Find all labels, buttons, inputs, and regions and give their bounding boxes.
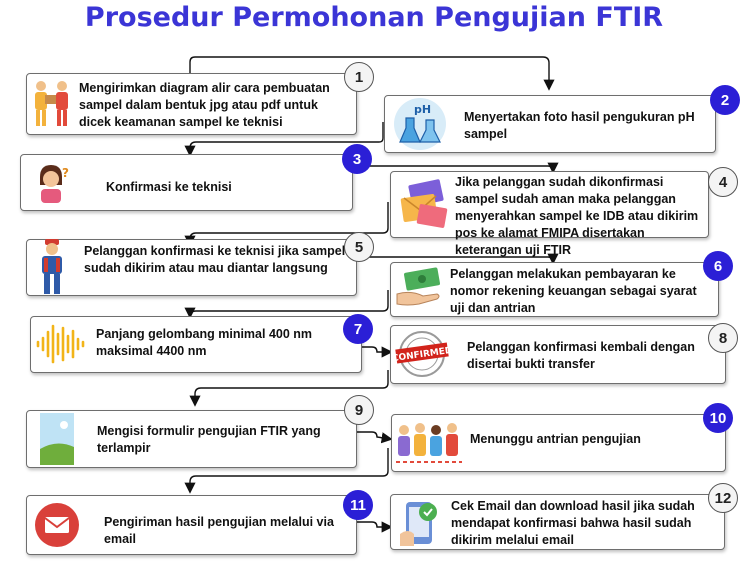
- step-8-text: Pelanggan konfirmasi kembali dengan dise…: [467, 340, 695, 371]
- confirmed-stamp-icon: CONFIRMED: [391, 329, 453, 379]
- step-11-badge: 11: [343, 490, 373, 520]
- step-11-text: Pengiriman hasil pengujian melalui via e…: [104, 515, 334, 546]
- email-icon: [34, 502, 80, 548]
- step-6-badge: 6: [703, 251, 733, 281]
- step-10-text: Menunggu antrian pengujian: [470, 432, 641, 446]
- step-3-card: [20, 154, 353, 211]
- svg-text:?: ?: [62, 166, 69, 180]
- step-12-card: [390, 494, 725, 550]
- step-5-card: [26, 239, 357, 296]
- step-5-text: Pelanggan konfirmasi ke teknisi jika sam…: [84, 244, 346, 275]
- step-7-card: [30, 316, 362, 373]
- step-8-badge: 8: [708, 323, 738, 353]
- step-11-card: [26, 495, 357, 555]
- step-10-badge: 10: [703, 403, 733, 433]
- sound-wave-icon: [34, 322, 86, 366]
- step-3-badge: 3: [342, 144, 372, 174]
- step-1-badge: 1: [344, 62, 374, 92]
- landscape-image-icon: [40, 413, 74, 465]
- step-4-text: Jika pelanggan sudah dikonfirmasi sampel…: [455, 175, 699, 257]
- step-12-text: Cek Email dan download hasil jika sudah …: [451, 499, 695, 547]
- step-9-text: Mengisi formulir pengujian FTIR yang ter…: [97, 424, 321, 455]
- page-title: Prosedur Permohonan Pengujian FTIR: [84, 2, 664, 33]
- delivery-people-icon: [30, 77, 72, 131]
- step-7-text: Panjang gelombang minimal 400 nm maksima…: [96, 327, 313, 358]
- queue-people-icon: [394, 418, 464, 468]
- svg-text:pH: pH: [414, 103, 431, 116]
- step-9-badge: 9: [344, 395, 374, 425]
- step-4-badge: 4: [708, 167, 738, 197]
- courier-icon: [36, 238, 68, 296]
- thinking-person-icon: ?: [36, 163, 70, 203]
- step-6-card: [390, 262, 719, 317]
- step-3-text: Konfirmasi ke teknisi: [106, 180, 232, 194]
- step-1-text: Mengirimkan diagram alir cara pembuatan …: [79, 81, 330, 129]
- step-2-badge: 2: [710, 85, 740, 115]
- step-2-text: Menyertakan foto hasil pengukuran pH sam…: [464, 110, 695, 141]
- step-6-text: Pelanggan melakukan pembayaran ke nomor …: [450, 267, 697, 315]
- envelopes-icon: [396, 176, 452, 232]
- step-7-badge: 7: [343, 314, 373, 344]
- step-1-card: [26, 73, 357, 135]
- money-hand-icon: [395, 266, 443, 312]
- step-12-badge: 12: [708, 483, 738, 513]
- step-9-card: [26, 410, 357, 468]
- phone-check-icon: [398, 496, 444, 548]
- step-5-badge: 5: [344, 232, 374, 262]
- ph-flask-icon: pH: [388, 96, 452, 152]
